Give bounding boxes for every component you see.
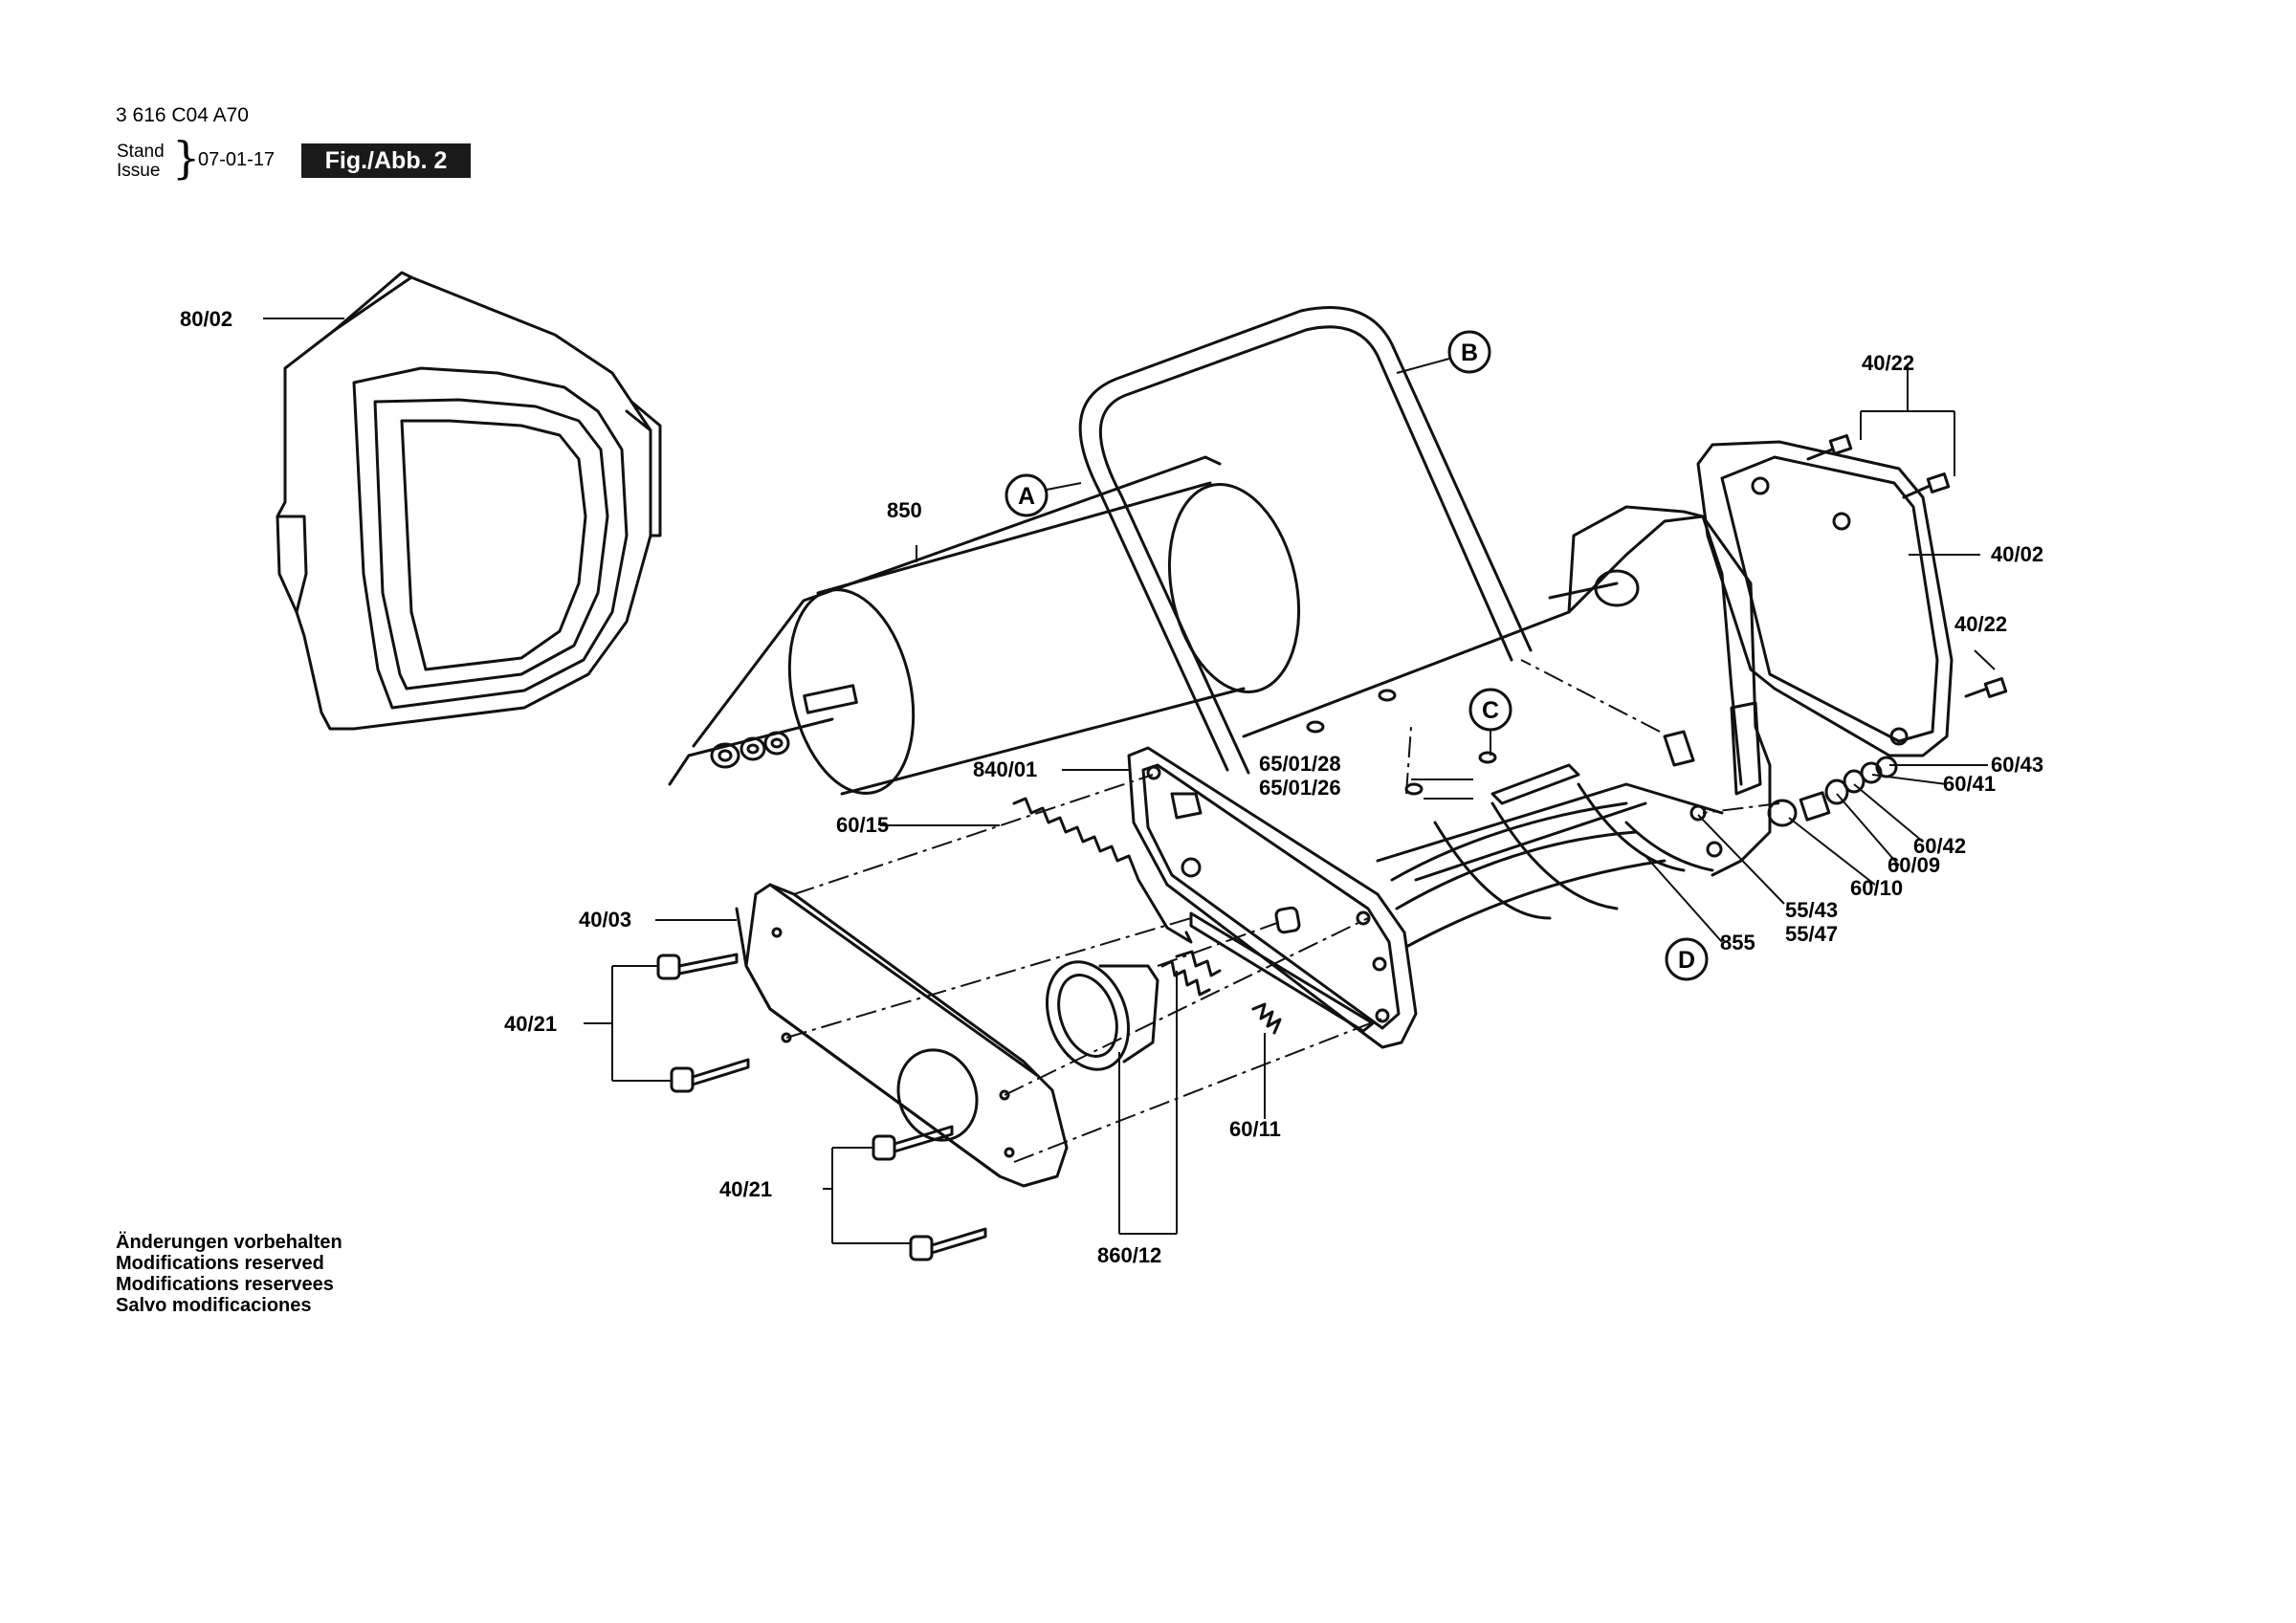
label-65-01-28: 65/01/28 xyxy=(1259,752,1341,776)
screws-40-21 xyxy=(656,953,987,1261)
issue-label: Issue xyxy=(117,161,161,181)
label-40-03: 40/03 xyxy=(579,908,631,932)
spring-60-15 xyxy=(1012,797,1193,944)
label-60-43: 60/43 xyxy=(1991,753,2043,777)
issue-date: 07-01-17 xyxy=(198,149,276,170)
drive-wheel-860-12 xyxy=(1045,950,1222,1071)
label-60-41: 60/41 xyxy=(1943,772,1996,796)
label-60-11: 60/11 xyxy=(1229,1117,1281,1141)
label-40-02: 40/02 xyxy=(1991,542,2043,566)
label-40-22-top: 40/22 xyxy=(1862,351,1914,375)
side-cover-plate xyxy=(735,883,1069,1188)
callout-d: D xyxy=(1678,947,1695,974)
spring-60-11 xyxy=(1251,1002,1282,1035)
label-840-01: 840/01 xyxy=(973,757,1037,781)
label-860-12: 860/12 xyxy=(1097,1243,1161,1267)
modification-notes: Änderungen vorbehalten Modifications res… xyxy=(116,1232,342,1316)
screws-40-22 xyxy=(1806,434,2008,698)
label-80-02: 80/02 xyxy=(180,307,232,331)
leader-lines xyxy=(263,318,1996,1244)
label-60-09: 60/09 xyxy=(1888,853,1940,877)
label-855: 855 xyxy=(1720,931,1755,954)
note-french: Modifications reservees xyxy=(116,1274,334,1295)
callout-b: B xyxy=(1461,340,1478,366)
label-65-01-26: 65/01/26 xyxy=(1259,776,1341,800)
document-number: 3 616 C04 A70 xyxy=(116,104,249,126)
label-40-21-lower: 40/21 xyxy=(719,1177,772,1201)
cutting-reel xyxy=(1390,782,1714,949)
label-60-42: 60/42 xyxy=(1913,834,1966,858)
right-axle-parts xyxy=(1663,730,1898,858)
label-850: 850 xyxy=(887,498,922,522)
callout-c: C xyxy=(1482,697,1499,724)
label-40-21-upper: 40/21 xyxy=(504,1012,557,1036)
callout-a: A xyxy=(1018,483,1035,510)
note-english: Modifications reserved xyxy=(116,1253,324,1274)
figure-badge: Fig./Abb. 2 xyxy=(301,143,471,178)
callout-circles xyxy=(1004,330,1709,981)
note-german: Änderungen vorbehalten xyxy=(116,1232,342,1253)
roller-nut-washers xyxy=(710,731,790,769)
handle-frame xyxy=(1078,306,1533,775)
label-40-22-right: 40/22 xyxy=(1954,612,2007,636)
label-60-10: 60/10 xyxy=(1850,876,1903,900)
alignment-lines xyxy=(785,659,1780,1163)
brace-glyph: } xyxy=(172,132,201,184)
stand-label: Stand xyxy=(117,142,165,162)
mower-housing xyxy=(1242,505,1772,882)
note-spanish: Salvo modificaciones xyxy=(116,1295,312,1316)
right-cover-plate xyxy=(1696,440,1954,757)
grass-box-cover xyxy=(276,271,662,731)
label-55-43: 55/43 xyxy=(1785,898,1838,922)
side-plate xyxy=(1127,746,1418,1049)
label-55-47: 55/47 xyxy=(1785,922,1838,946)
label-60-15: 60/15 xyxy=(836,813,889,837)
